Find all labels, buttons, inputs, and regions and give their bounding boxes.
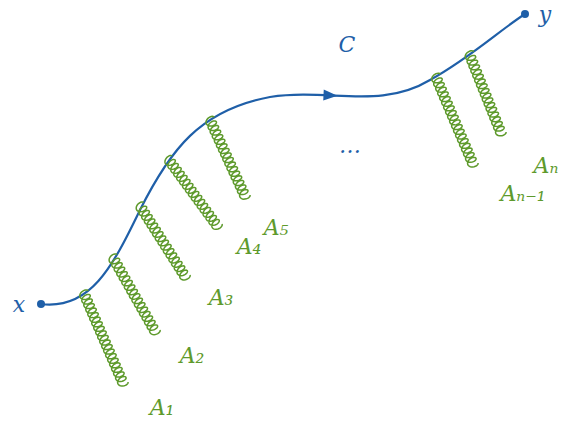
gluon-coil [136, 202, 190, 280]
ellipsis-mark: … [339, 135, 361, 157]
field-label: A₅ [264, 217, 289, 239]
endpoint-label: y [539, 4, 551, 26]
field-label: A₃ [209, 287, 234, 309]
field-label: Aₙ [534, 155, 559, 177]
contour-label: C [339, 34, 356, 56]
gluon-coil [465, 51, 506, 136]
gluon-coil [432, 73, 478, 167]
endpoint-label: x [13, 294, 25, 316]
field-label: A₁ [150, 397, 175, 419]
gluon-coil [165, 155, 222, 229]
field-label: A₄ [237, 236, 262, 258]
gluon-coil [206, 116, 250, 199]
field-label: A₂ [180, 345, 205, 367]
gluon-coil [80, 290, 128, 386]
direction-arrow [323, 90, 338, 102]
endpoint-dot [521, 10, 529, 18]
endpoint-dot [37, 300, 45, 308]
field-label: Aₙ₋₁ [500, 183, 545, 205]
gluon-coil [109, 254, 160, 335]
